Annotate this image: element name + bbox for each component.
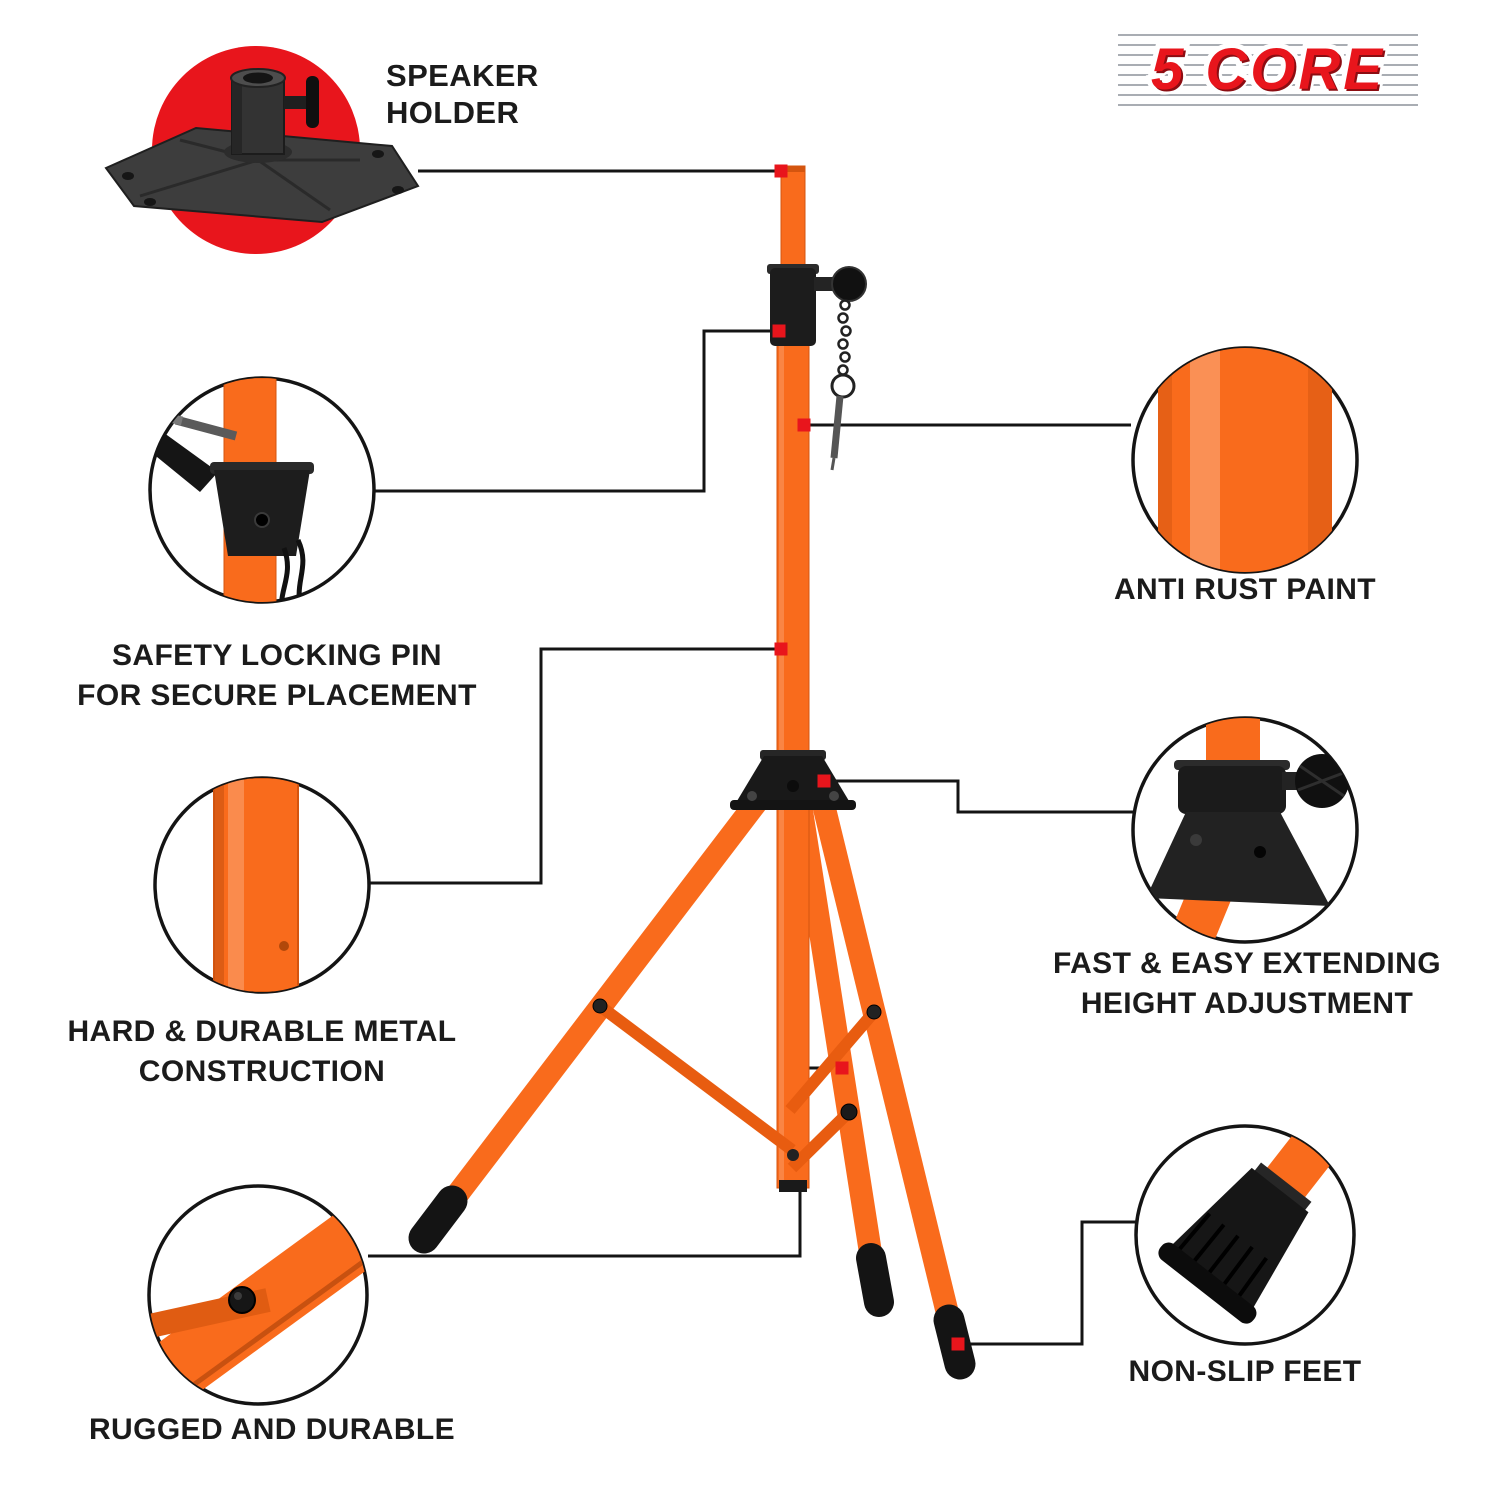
safety-pin-chain	[830, 299, 856, 471]
non-slip-label-line1: NON-SLIP FEET	[1128, 1355, 1362, 1388]
metal-label-line2: CONSTRUCTION	[138, 1055, 386, 1088]
safety-pin-label-line1: SAFETY LOCKING PIN	[111, 639, 442, 672]
metal-construction-label: HARD & DURABLE METAL CONSTRUCTION	[52, 1012, 472, 1092]
brand-logo-outline: 5 CORE	[1146, 32, 1387, 107]
rugged-joint-icon	[149, 1186, 367, 1404]
speaker-holder-label-line1: SPEAKER	[386, 58, 539, 93]
height-adjustment-label-line2: HEIGHT ADJUSTMENT	[1080, 987, 1414, 1020]
callout-markers	[772, 164, 965, 1351]
speaker-holder-icon	[104, 68, 420, 224]
height-adjustment-label: FAST & EASY EXTENDING HEIGHT ADJUSTMENT	[1032, 944, 1462, 1024]
anti-rust-pole-icon	[1158, 348, 1332, 572]
stand-legs	[408, 775, 976, 1380]
speaker-holder-label: SPEAKER HOLDER	[386, 57, 539, 131]
metal-pole-icon	[213, 778, 299, 992]
non-slip-feet-callout	[1134, 1124, 1356, 1346]
rugged-label: RUGGED AND DURABLE	[62, 1410, 482, 1450]
height-adjustment-callout	[1131, 716, 1359, 944]
brand-logo: 5 CORE 5 CORE	[1118, 32, 1418, 107]
connector-lines	[368, 169, 1136, 1346]
anti-rust-callout	[1131, 346, 1359, 574]
safety-pin-label: SAFETY LOCKING PIN FOR SECURE PLACEMENT	[52, 636, 502, 716]
rugged-label-line1: RUGGED AND DURABLE	[88, 1413, 456, 1446]
metal-label-line1: HARD & DURABLE METAL	[67, 1015, 457, 1048]
anti-rust-label: ANTI RUST PAINT	[1035, 570, 1455, 610]
non-slip-label: NON-SLIP FEET	[1035, 1352, 1455, 1392]
metal-construction-callout	[153, 776, 371, 994]
rugged-callout	[147, 1184, 369, 1406]
non-slip-foot-icon	[1158, 1126, 1352, 1324]
safety-pin-callout	[148, 376, 376, 604]
stand-braces	[592, 998, 882, 1173]
tripod-hub	[730, 750, 856, 810]
brand-logo-text: 5 CORE	[1151, 37, 1385, 102]
height-adjustment-icon	[1146, 718, 1349, 942]
speaker-holder-label-line2: HOLDER	[386, 95, 520, 130]
anti-rust-label-line1: ANTI RUST PAINT	[1113, 573, 1377, 606]
speaker-holder-callout	[104, 46, 420, 254]
safety-pin-label-line2: FOR SECURE PLACEMENT	[77, 679, 477, 712]
speaker-stand-illustration	[408, 165, 976, 1380]
height-adjustment-label-line1: FAST & EASY EXTENDING	[1053, 947, 1441, 980]
